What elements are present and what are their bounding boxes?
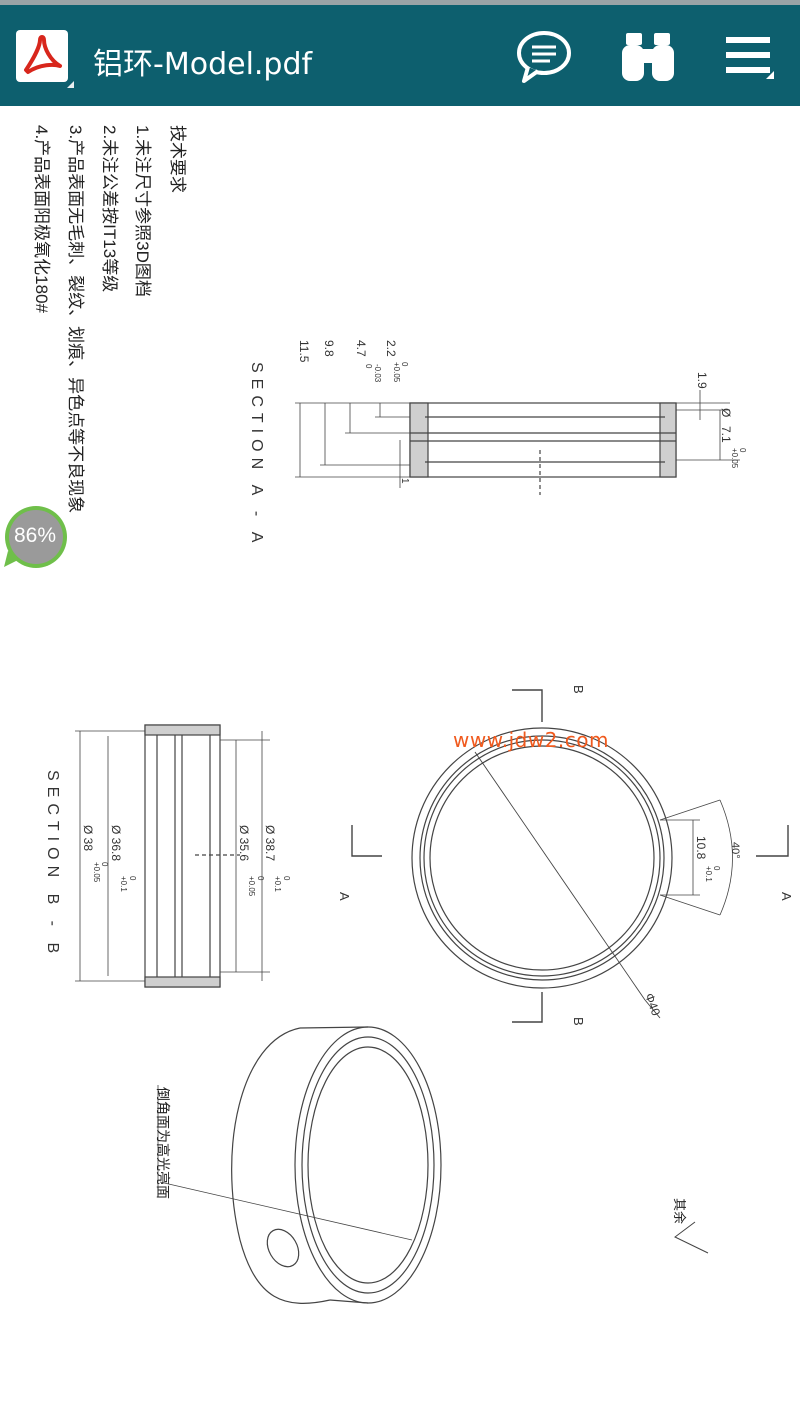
label-a-right: A: [779, 892, 794, 901]
tech-note-2: 2.未注公差按IT13等级: [100, 125, 119, 292]
document-page[interactable]: 技术要求 1.未注尺寸参照3D图档 2.未注公差按IT13等级 3.产品表面无毛…: [0, 106, 800, 1422]
dim-2-2-tol: +0.05: [392, 362, 401, 383]
tech-title: 技术要求: [168, 125, 187, 193]
dim-4-7-tol: 0: [364, 364, 373, 369]
dim-38: Ø 38: [81, 825, 95, 851]
zoom-bubble-icon: [4, 506, 67, 568]
section-aa-view: [295, 390, 740, 495]
front-view: [351, 689, 789, 1023]
dim-36-8-tol-low: 0: [128, 876, 137, 881]
tech-note-3: 3.产品表面无毛刺、裂纹、划痕、异色点等不良现象: [66, 125, 85, 513]
dim-phi40: Φ40: [642, 991, 663, 1018]
surface-symbol: [674, 1221, 709, 1254]
zoom-label: 86%: [13, 524, 57, 547]
dim-38-7-tol: +0.1: [273, 876, 282, 892]
menu-button[interactable]: [720, 27, 780, 87]
binoculars-icon: [622, 33, 674, 81]
label-b-top: B: [571, 685, 586, 694]
dim-7-1-tol: +0.05: [730, 448, 739, 469]
section-bb-view: [75, 724, 270, 988]
dim-4-7: 4.7: [354, 340, 368, 357]
dim-2-2-tol-low: 0: [400, 362, 409, 367]
iso-note: 倒角面为高光亮面: [155, 1087, 171, 1199]
dim-2-2: 2.2: [384, 340, 398, 357]
dim-35-6: Ø 35.6: [237, 825, 251, 861]
dim-38-tol-low: 0: [100, 862, 109, 867]
pdf-logo-icon: [24, 35, 62, 74]
dim-11-5: 11.5: [297, 340, 311, 363]
zoom-indicator[interactable]: 86%: [2, 503, 68, 569]
dim-9-8: 9.8: [322, 340, 336, 357]
toolbar: 铝环-Model.pdf: [0, 5, 800, 106]
tech-note-4: 4.产品表面阳极氧化180#: [32, 125, 51, 314]
technical-drawing: 技术要求 1.未注尺寸参照3D图档 2.未注公差按IT13等级 3.产品表面无毛…: [32, 125, 794, 1304]
status-bar: [0, 0, 800, 5]
dim-10-8: 10.8: [694, 836, 708, 860]
dim-38-tol: +0.05: [92, 862, 101, 883]
dim-10-8-tol-low: 0: [712, 866, 721, 871]
pdf-icon[interactable]: [16, 30, 74, 88]
dim-1-9: 1.9: [695, 372, 709, 389]
section-aa-label: SECTION A - A: [248, 362, 265, 548]
tech-note-1: 1.未注尺寸参照3D图档: [133, 125, 152, 297]
isometric-view: [157, 1026, 442, 1304]
dim-38-7-tol-low: 0: [282, 876, 291, 881]
label-a-left: A: [337, 892, 352, 901]
dim-angle: 40°: [729, 842, 741, 859]
dim-36-8: Ø 36.8: [109, 825, 123, 861]
comment-button[interactable]: [514, 27, 574, 87]
dim-36-8-tol: +0.1: [119, 876, 128, 892]
watermark: www.jdw2.com: [453, 728, 609, 752]
dim-35-6-tol-low: 0: [256, 876, 265, 881]
dim-phi-aa: Ø: [719, 408, 733, 417]
dim-35-6-tol: +0.05: [247, 876, 256, 897]
surface-note: 其余: [672, 1198, 687, 1224]
search-button[interactable]: [618, 27, 678, 87]
dim-10-8-tol: +0.1: [704, 866, 713, 882]
dim-1: 1: [399, 478, 410, 484]
speech-bubble-icon: [517, 31, 571, 83]
hamburger-menu-icon: [726, 37, 774, 79]
label-b-bottom: B: [571, 1017, 586, 1026]
dim-7-1-tol-low: 0: [738, 448, 747, 453]
section-bb-label: SECTION B - B: [44, 770, 61, 959]
dim-7-1: 7.1: [719, 426, 733, 443]
dim-38-7: Ø 38.7: [263, 825, 277, 861]
dim-4-7-tol-low: -0.03: [373, 364, 382, 383]
document-title: 铝环-Model.pdf: [93, 47, 313, 82]
